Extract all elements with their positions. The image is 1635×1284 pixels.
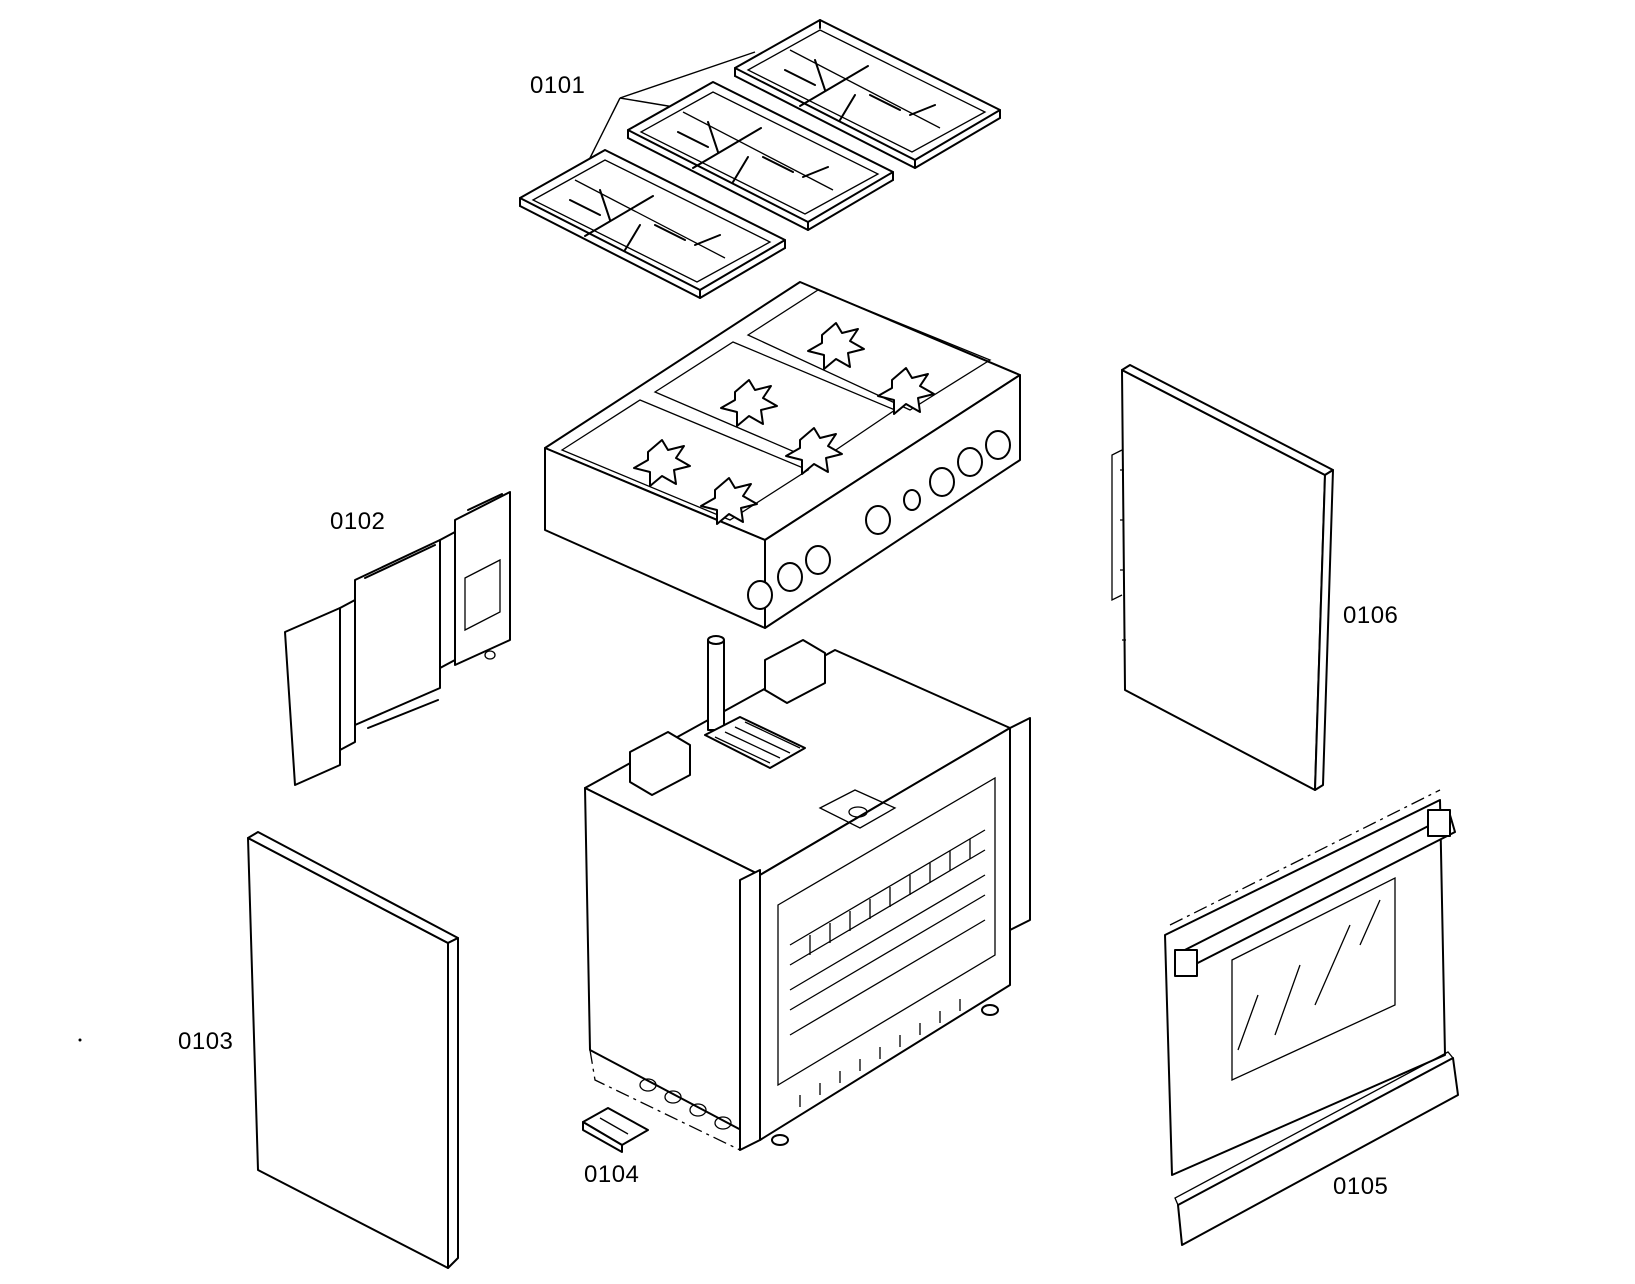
burner-icon	[633, 439, 691, 487]
oven-door	[1164, 789, 1459, 1246]
burner-icon	[877, 367, 935, 415]
knob-icon	[929, 467, 955, 497]
knob-icon	[747, 580, 773, 610]
part-label-0106: 0106	[1343, 602, 1399, 629]
right-side-panel	[1111, 364, 1334, 791]
part-label-0105: 0105	[1333, 1173, 1389, 1200]
grate-icon	[627, 81, 894, 231]
stray-dot	[78, 1038, 82, 1042]
grate-icon	[734, 19, 1001, 169]
side-bracket	[284, 491, 511, 786]
part-label-0104: 0104	[584, 1161, 640, 1188]
cooktop	[544, 281, 1021, 629]
knob-icon	[957, 447, 983, 477]
range-body	[584, 635, 1031, 1151]
burner-icon	[785, 427, 843, 475]
burner-icon	[700, 477, 758, 525]
left-side-panel	[247, 831, 459, 1269]
part-label-0102: 0102	[330, 508, 386, 535]
grates	[519, 19, 1001, 299]
leader-line-0101-a	[619, 51, 756, 99]
part-label-0103: 0103	[178, 1028, 234, 1055]
burner-icon	[807, 322, 865, 370]
burner-icon	[720, 379, 778, 427]
knob-icon	[805, 545, 831, 575]
part-label-0101: 0101	[530, 72, 586, 99]
small-bracket	[582, 1107, 649, 1153]
knob-icon	[865, 505, 891, 535]
knob-icon	[777, 562, 803, 592]
grate-icon	[519, 149, 786, 299]
knob-icon	[985, 430, 1011, 460]
